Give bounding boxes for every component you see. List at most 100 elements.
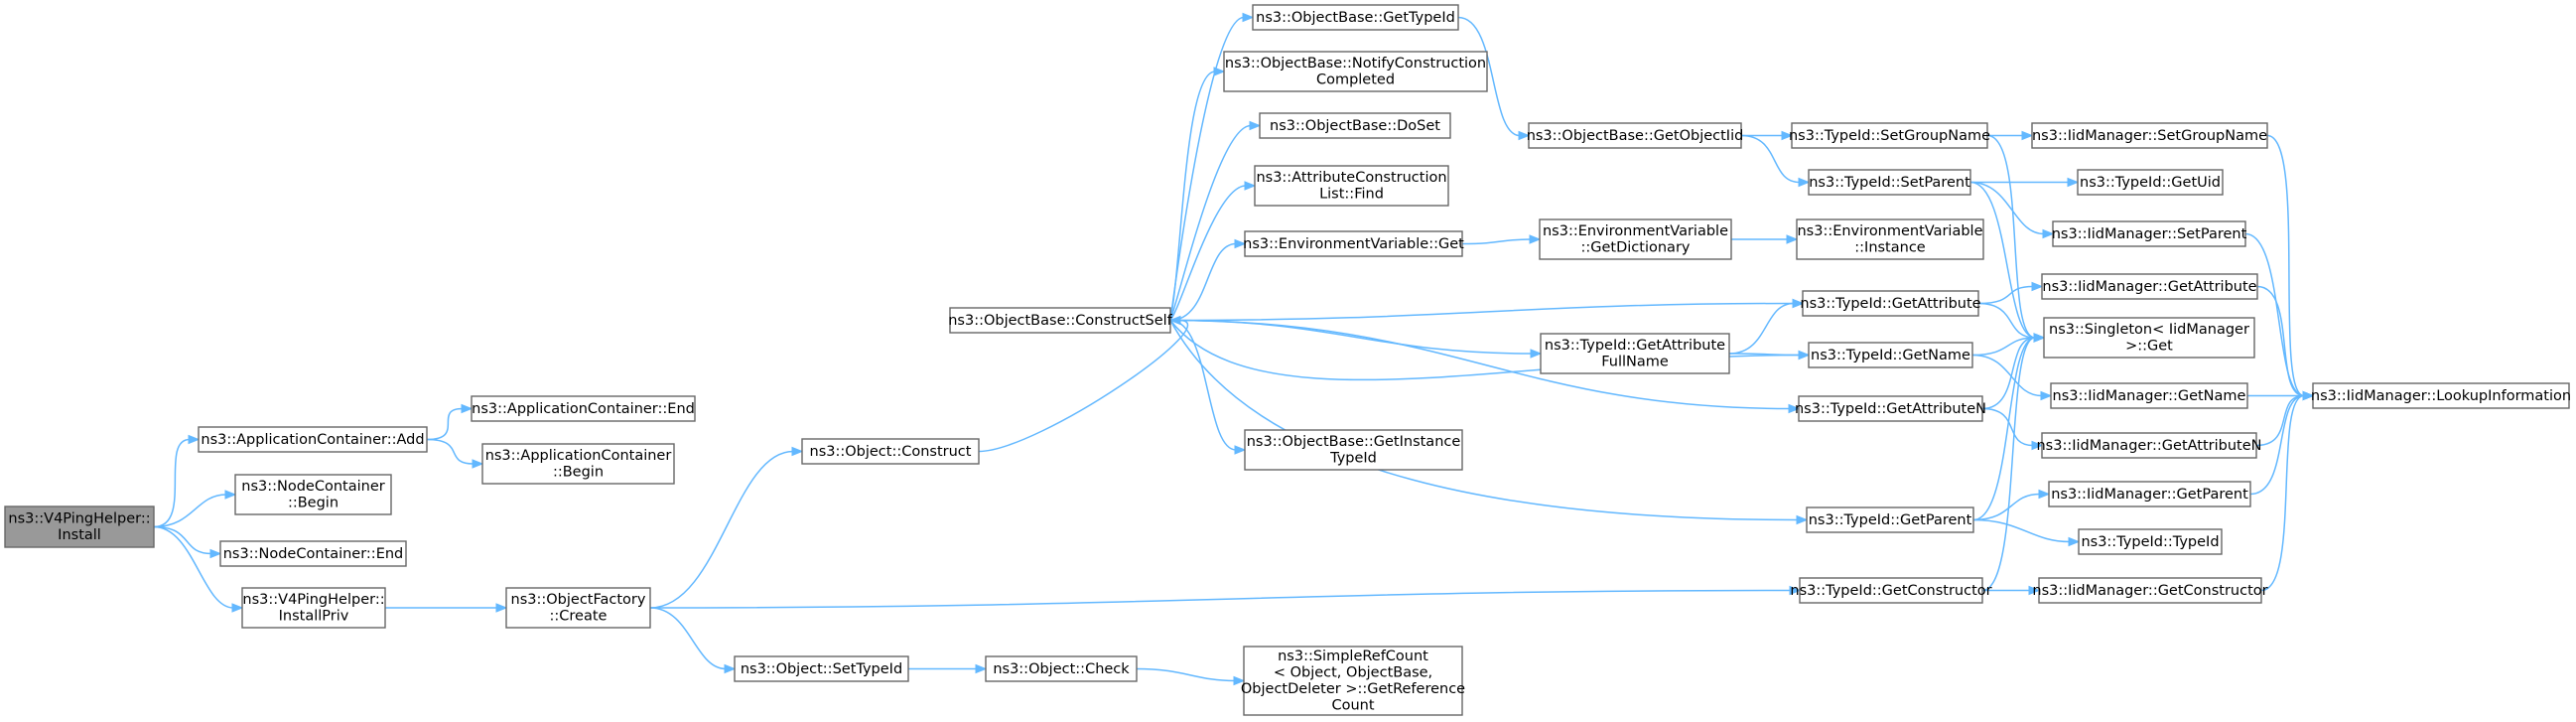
node-installPriv[interactable]: ns3::V4PingHelper::InstallPriv <box>241 587 386 629</box>
edge-arrowhead <box>231 603 244 613</box>
node-label-line: ns3::ObjectBase::GetTypeId <box>1256 10 1455 26</box>
edge-arrowhead <box>1518 130 1531 141</box>
node-label-line: FullName <box>1601 355 1669 370</box>
node-tidSetParent[interactable]: ns3::TypeId::SetParent <box>1808 169 1971 196</box>
node-box <box>2077 169 2224 196</box>
node-appBegin[interactable]: ns3::ApplicationContainer::Begin <box>481 443 675 485</box>
node-imGetParent[interactable]: ns3::IidManager::GetParent <box>2048 481 2251 507</box>
edge-line <box>1972 337 2036 521</box>
edge-arrowhead <box>2021 130 2034 141</box>
edge-obGetTypeId-to-obGetObjectIid <box>1457 16 1531 141</box>
edge-arrowhead <box>209 548 222 559</box>
edge-arrowhead <box>495 603 508 613</box>
node-label-line: ns3::ObjectBase::ConstructSelf <box>948 313 1172 329</box>
node-label-line: ns3::TypeId::SetParent <box>1809 175 1970 191</box>
edge-line <box>1728 353 1801 357</box>
edge-line <box>153 438 191 528</box>
node-evGetDict[interactable]: ns3::EnvironmentVariable::GetDictionary <box>1539 218 1732 260</box>
node-box <box>234 474 392 515</box>
edge-tidGetAttrFull-to-tidGetAttribute <box>1728 298 1805 355</box>
node-evGet[interactable]: ns3::EnvironmentVariable::Get <box>1243 230 1464 257</box>
edge-line <box>1981 407 2034 447</box>
node-tidGetUid[interactable]: ns3::TypeId::GetUid <box>2077 169 2224 196</box>
node-box <box>2050 382 2248 409</box>
node-ncBegin[interactable]: ns3::NodeContainer::Begin <box>234 474 392 515</box>
node-label-line: ns3::ObjectBase::GetObjectIid <box>1527 128 1744 144</box>
node-box <box>2048 481 2251 507</box>
edge-line <box>153 525 212 555</box>
node-tidSetGroupName[interactable]: ns3::TypeId::SetGroupName <box>1789 122 1990 149</box>
edge-line <box>1169 319 1237 451</box>
node-imGetName[interactable]: ns3::IidManager::GetName <box>2050 382 2248 409</box>
node-imGetConstructor[interactable]: ns3::IidManager::GetConstructor <box>2032 577 2268 604</box>
node-tidGetConstructor[interactable]: ns3::TypeId::GetConstructor <box>1790 577 1992 604</box>
edge-arrowhead <box>472 459 484 469</box>
edge-evGet-to-evGetDict <box>1461 234 1542 245</box>
node-tidGetAttributeN[interactable]: ns3::TypeId::GetAttributeN <box>1795 395 1986 422</box>
edge-appAdd-to-appBegin <box>426 438 484 469</box>
node-box <box>471 395 696 422</box>
node-tidGetName[interactable]: ns3::TypeId::GetName <box>1808 342 1973 368</box>
node-objCheck[interactable]: ns3::Object::Check <box>985 655 1138 682</box>
node-label-line: ns3::TypeId::GetUid <box>2080 175 2221 191</box>
edge-line <box>1728 302 1795 355</box>
edge-arrowhead <box>1233 675 1246 686</box>
edge-obConstructSelf-to-tidGetAttributeN <box>1169 319 1801 414</box>
node-label-line: < Object, ObjectBase, <box>1274 665 1432 681</box>
edge-arrowhead <box>724 663 737 674</box>
node-evInstance[interactable]: ns3::EnvironmentVariable::Instance <box>1796 218 1984 260</box>
node-objConstruct[interactable]: ns3::Object::Construct <box>801 438 980 465</box>
node-tidTypeId[interactable]: ns3::TypeId::TypeId <box>2078 528 2223 555</box>
node-obGetObjectIid[interactable]: ns3::ObjectBase::GetObjectIid <box>1527 122 1744 149</box>
edge-line <box>2260 394 2305 592</box>
node-tidGetAttribute[interactable]: ns3::TypeId::GetAttribute <box>1800 290 1981 317</box>
edge-obConstructSelf-to-evGet <box>1169 238 1247 322</box>
edge-line <box>1972 518 2071 543</box>
edge-arrowhead <box>1234 445 1247 455</box>
node-tidGetParent[interactable]: ns3::TypeId::GetParent <box>1806 506 1974 533</box>
node-obGetTypeId[interactable]: ns3::ObjectBase::GetTypeId <box>1252 4 1459 31</box>
node-box <box>801 438 980 465</box>
edge-root-to-ncEnd <box>153 525 222 559</box>
node-imLookup[interactable]: ns3::IidManager::LookupInformation <box>2311 382 2571 409</box>
node-box <box>1799 577 1983 604</box>
node-srcGetRef[interactable]: ns3::SimpleRefCount< Object, ObjectBase,… <box>1241 646 1465 716</box>
node-box <box>241 587 386 629</box>
edge-arrowhead <box>2040 390 2053 401</box>
node-imGetAttribute[interactable]: ns3::IidManager::GetAttribute <box>2041 273 2258 300</box>
node-ofCreate[interactable]: ns3::ObjectFactory::Create <box>505 587 651 629</box>
edge-ofCreate-to-tidGetConstructor <box>649 585 1802 609</box>
edge-line <box>2249 394 2305 496</box>
node-box <box>2078 528 2223 555</box>
edge-obConstructSelf-to-tidGetAttrFull <box>1169 319 1543 359</box>
node-obConstructSelf[interactable]: ns3::ObjectBase::ConstructSelf <box>948 307 1173 334</box>
node-obDoSet[interactable]: ns3::ObjectBase::DoSet <box>1259 112 1451 139</box>
node-label-line: ns3::NodeContainer <box>241 479 384 495</box>
edge-line <box>1986 134 2036 339</box>
node-root[interactable]: ns3::V4PingHelper::Install <box>4 505 155 548</box>
edge-arrowhead <box>224 490 237 500</box>
node-ncEnd[interactable]: ns3::NodeContainer::End <box>219 540 407 567</box>
edge-arrowhead <box>1242 12 1255 23</box>
node-objSetTypeId[interactable]: ns3::Object::SetTypeId <box>734 655 909 682</box>
edge-imGetAttributeN-to-imLookup <box>2255 390 2315 447</box>
node-imGetAttributeN[interactable]: ns3::IidManager::GetAttributeN <box>2036 432 2262 459</box>
node-box <box>949 307 1171 334</box>
node-imSetGroupName[interactable]: ns3::IidManager::SetGroupName <box>2031 122 2268 149</box>
node-box <box>2038 577 2262 604</box>
edge-tidGetName-to-imGetName <box>1971 354 2053 401</box>
edge-line <box>1971 337 2036 357</box>
node-singletonGet[interactable]: ns3::Singleton< IidManager >::Get <box>2043 317 2255 359</box>
node-appAdd[interactable]: ns3::ApplicationContainer::Add <box>198 426 428 453</box>
node-label-line: ns3::Object::Check <box>993 661 1130 677</box>
edge-tidSetParent-to-imSetParent <box>1969 181 2055 239</box>
node-obNotify[interactable]: ns3::ObjectBase::NotifyConstructionCompl… <box>1223 51 1488 92</box>
node-label-line: ns3::IidManager::GetConstructor <box>2032 583 2267 599</box>
edge-arrowhead <box>1781 130 1794 141</box>
node-box <box>2312 382 2570 409</box>
node-appEnd[interactable]: ns3::ApplicationContainer::End <box>471 395 696 422</box>
node-imSetParent[interactable]: ns3::IidManager::SetParent <box>2052 220 2247 247</box>
